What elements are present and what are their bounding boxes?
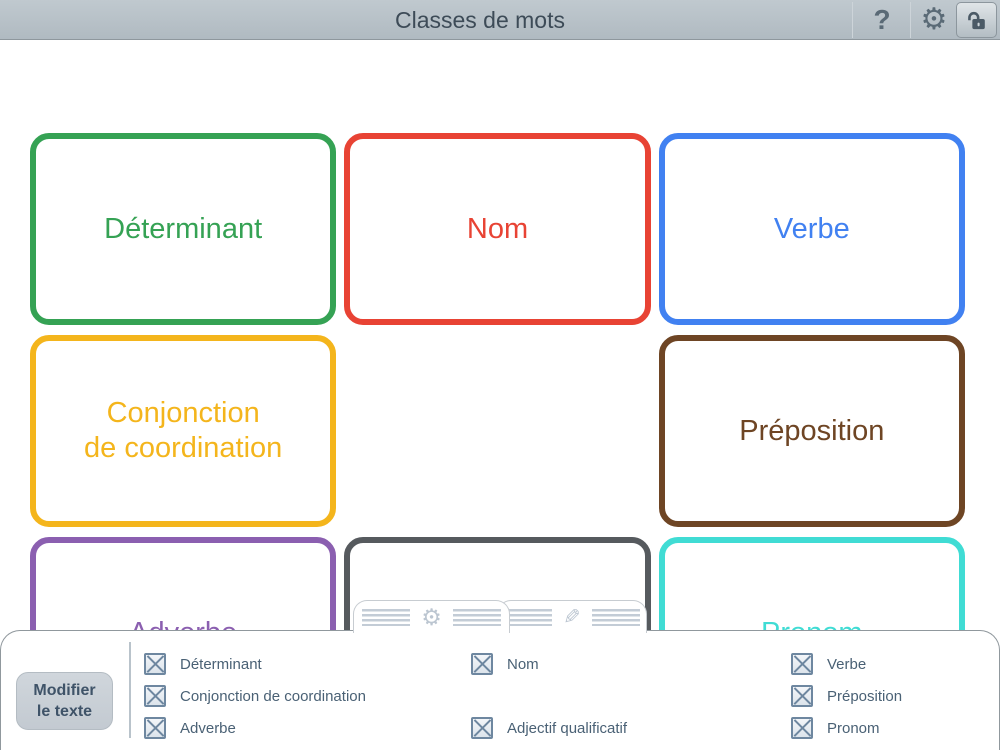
checkbox-item-preposition[interactable]: Préposition: [791, 680, 902, 712]
tab-settings[interactable]: ⚙: [353, 600, 510, 633]
card-label: Conjonction: [106, 397, 260, 429]
checkbox-item-nom[interactable]: Nom: [471, 648, 627, 680]
panel-divider: [129, 642, 131, 738]
card-preposition[interactable]: Préposition: [658, 335, 965, 527]
checkbox-row-spacer: [471, 680, 627, 712]
lock-button[interactable]: [956, 2, 997, 38]
checkbox-item-conjonction-de-coordination[interactable]: Conjonction de coordination: [144, 680, 366, 712]
modify-text-button[interactable]: Modifier le texte: [16, 672, 113, 730]
tab-lines-decoration: [362, 608, 411, 626]
help-icon: ?: [873, 4, 891, 35]
checkbox-item-determinant[interactable]: Déterminant: [144, 648, 366, 680]
settings-button[interactable]: ⚙: [912, 0, 956, 40]
gear-icon: ⚙: [920, 3, 948, 36]
tab-lines-decoration: [504, 608, 553, 626]
checkbox-column-3: Verbe Préposition Pronom: [791, 648, 902, 744]
help-button[interactable]: ?: [856, 0, 908, 40]
checkbox-item-adjectif-qualificatif[interactable]: Adjectif qualificatif: [471, 712, 627, 744]
checkbox-checked-icon: [144, 653, 166, 675]
card-determinant[interactable]: Déterminant: [30, 133, 337, 325]
pencil-icon: ✎: [563, 605, 581, 629]
titlebar-separator: [910, 2, 911, 38]
card-verbe[interactable]: Verbe: [658, 133, 965, 325]
checkbox-item-verbe[interactable]: Verbe: [791, 648, 902, 680]
checkbox-checked-icon: [144, 685, 166, 707]
card-label: Verbe: [773, 212, 850, 245]
checkbox-item-adverbe[interactable]: Adverbe: [144, 712, 366, 744]
checkbox-item-pronom[interactable]: Pronom: [791, 712, 902, 744]
checkbox-checked-icon: [791, 653, 813, 675]
card-label: Nom: [466, 212, 529, 245]
tab-edit[interactable]: ✎: [497, 600, 647, 633]
card-conjonction-de-coordination[interactable]: Conjonction de coordination: [30, 335, 337, 527]
checkbox-checked-icon: [471, 717, 493, 739]
unlock-icon: [968, 11, 985, 29]
card-label: Déterminant: [104, 212, 263, 245]
bottom-panel: Modifier le texte Déterminant Conjonctio…: [0, 630, 1000, 750]
checkbox-checked-icon: [791, 717, 813, 739]
checkbox-checked-icon: [791, 685, 813, 707]
checkbox-column-1: Déterminant Conjonction de coordination …: [144, 648, 366, 744]
gear-icon-tab: ⚙: [421, 603, 442, 630]
checkbox-column-2: Nom Adjectif qualificatif: [471, 648, 627, 744]
checkbox-checked-icon: [471, 653, 493, 675]
titlebar: Classes de mots ? ⚙: [0, 0, 1000, 40]
card-label: Préposition: [739, 414, 885, 447]
tab-lines-decoration: [591, 608, 640, 626]
tab-lines-decoration: [452, 608, 501, 626]
checkbox-checked-icon: [144, 717, 166, 739]
card-nom[interactable]: Nom: [344, 133, 651, 325]
titlebar-separator: [852, 2, 853, 38]
page-title: Classes de mots: [394, 7, 565, 33]
